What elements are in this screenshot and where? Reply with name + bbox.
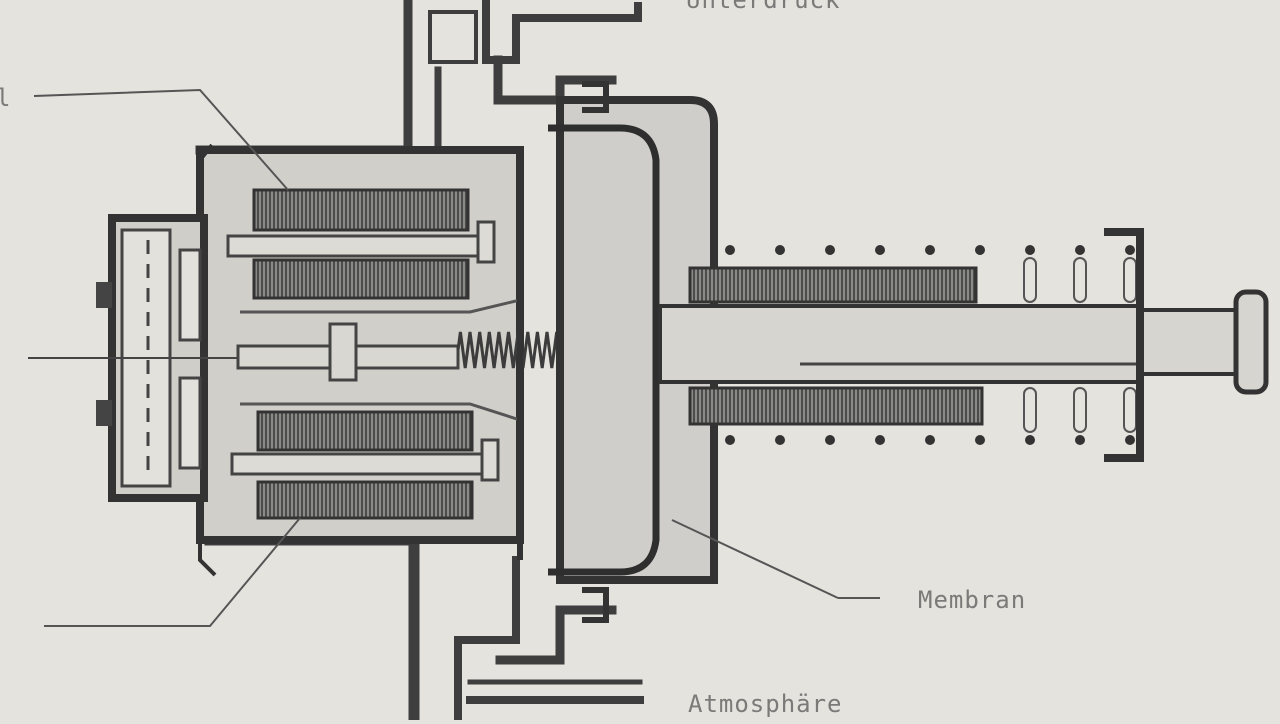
spring-coil-dot bbox=[1125, 435, 1135, 445]
spring-coil-dot bbox=[1075, 435, 1085, 445]
spring-coil-loop bbox=[1023, 387, 1037, 433]
spring-coil-dot bbox=[1075, 245, 1085, 255]
spring-coil-dot bbox=[1025, 435, 1035, 445]
rod-guide bbox=[688, 266, 984, 426]
membrane-leader bbox=[671, 519, 880, 599]
spring-coil-dot bbox=[725, 245, 735, 255]
spring-coil-dot bbox=[825, 435, 835, 445]
spring-coil-loop bbox=[1073, 257, 1087, 303]
label-left-partial: l bbox=[0, 84, 12, 112]
label-membrane: Membran bbox=[918, 586, 1027, 614]
return-spring bbox=[725, 228, 1144, 462]
spring-coil-dot bbox=[775, 435, 785, 445]
coil-windings bbox=[252, 188, 474, 520]
spring-coil-loop bbox=[1073, 387, 1087, 433]
spring-coil-dot bbox=[975, 245, 985, 255]
spring-coil-dot bbox=[975, 435, 985, 445]
spring-coil-dot bbox=[875, 245, 885, 255]
spring-coil-dot bbox=[875, 435, 885, 445]
spring-coil-dot bbox=[725, 435, 735, 445]
spring-coil-dot bbox=[825, 245, 835, 255]
spring-coil-loop bbox=[1123, 257, 1137, 303]
plunger bbox=[28, 298, 521, 422]
spring-coil-loop bbox=[1123, 387, 1137, 433]
spring-coil-dot bbox=[925, 245, 935, 255]
spring-coil-loop bbox=[1023, 257, 1037, 303]
label-atmosphere: Atmosphäre bbox=[688, 690, 843, 718]
spring-coil-dot bbox=[775, 245, 785, 255]
label-vacuum: Unterdruck bbox=[686, 0, 841, 14]
spring-coil-dot bbox=[1025, 245, 1035, 255]
membrane-chamber bbox=[517, 81, 718, 623]
spring-coil-dot bbox=[1125, 245, 1135, 255]
tie-bolts bbox=[226, 220, 500, 482]
left-leader-lines bbox=[33, 88, 301, 627]
pushrod bbox=[658, 289, 1269, 395]
spring-coil-dot bbox=[925, 435, 935, 445]
